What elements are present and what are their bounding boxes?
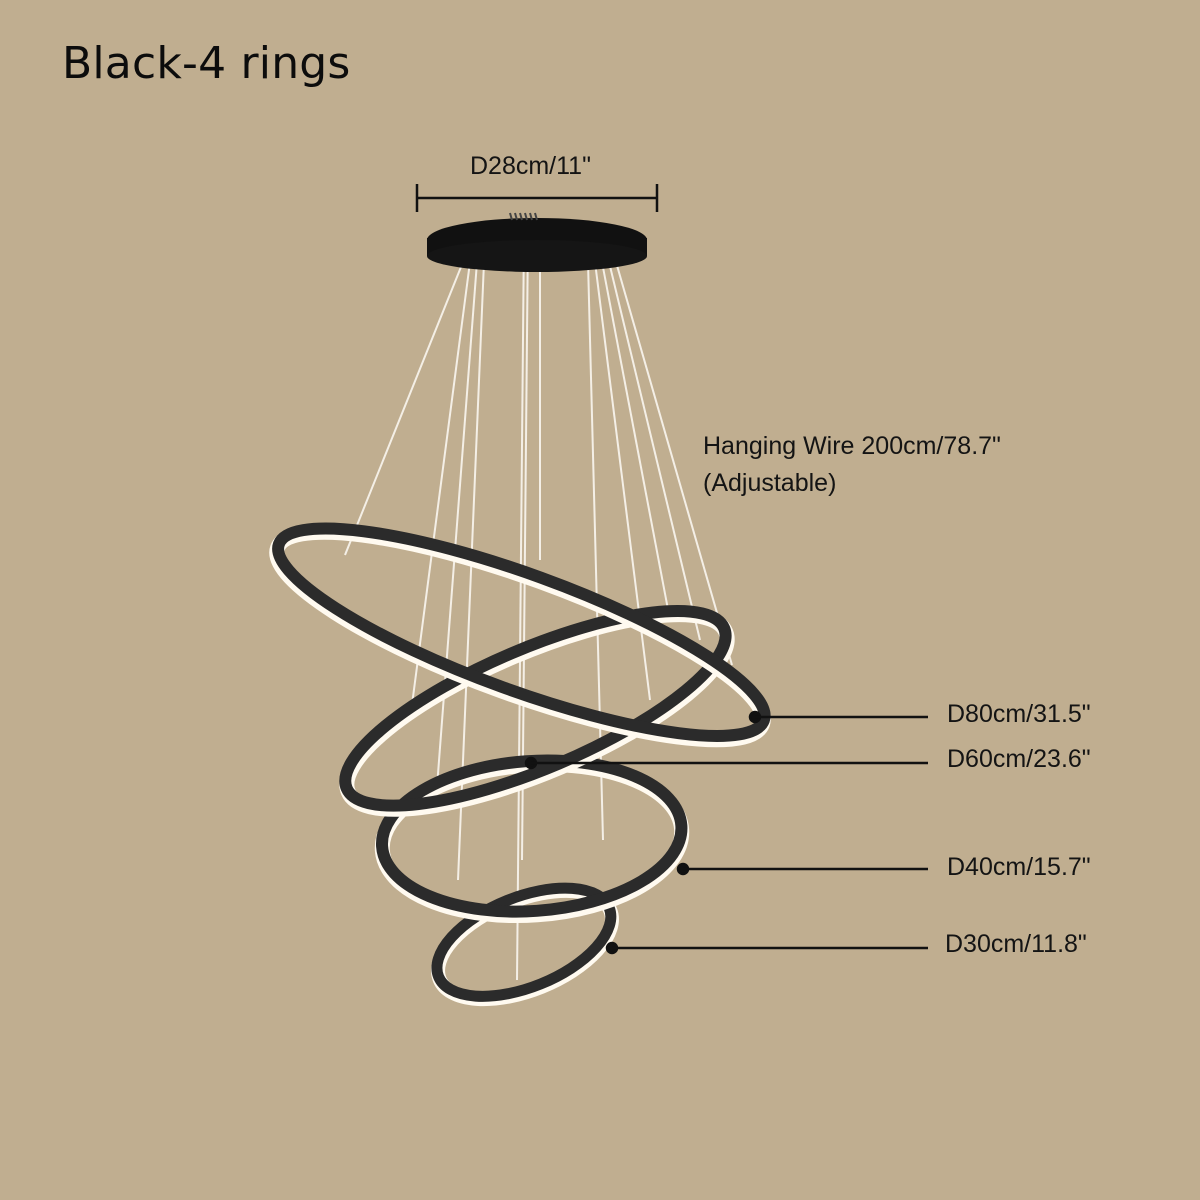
hanging-wire-note: (Adjustable) xyxy=(703,469,837,497)
ring-d80-label: D80cm/31.5" xyxy=(947,700,1091,728)
canopy-diameter-label: D28cm/11" xyxy=(470,152,591,180)
page-title: Black-4 rings xyxy=(62,38,351,89)
leader-lines xyxy=(524,710,928,955)
ceiling-canopy xyxy=(427,212,647,272)
ring-d30-label: D30cm/11.8" xyxy=(945,930,1087,958)
canopy-dimension-bar xyxy=(415,184,659,212)
ring-d60-label: D60cm/23.6" xyxy=(947,745,1091,773)
ring-d80 xyxy=(269,522,771,748)
ring-d30 xyxy=(431,882,619,1007)
ring-d40-label: D40cm/15.7" xyxy=(947,853,1091,881)
hanging-wire-length: Hanging Wire 200cm/78.7" xyxy=(703,432,1001,460)
hanging-wire-label: Hanging Wire 200cm/78.7" (Adjustable) xyxy=(703,428,1001,502)
